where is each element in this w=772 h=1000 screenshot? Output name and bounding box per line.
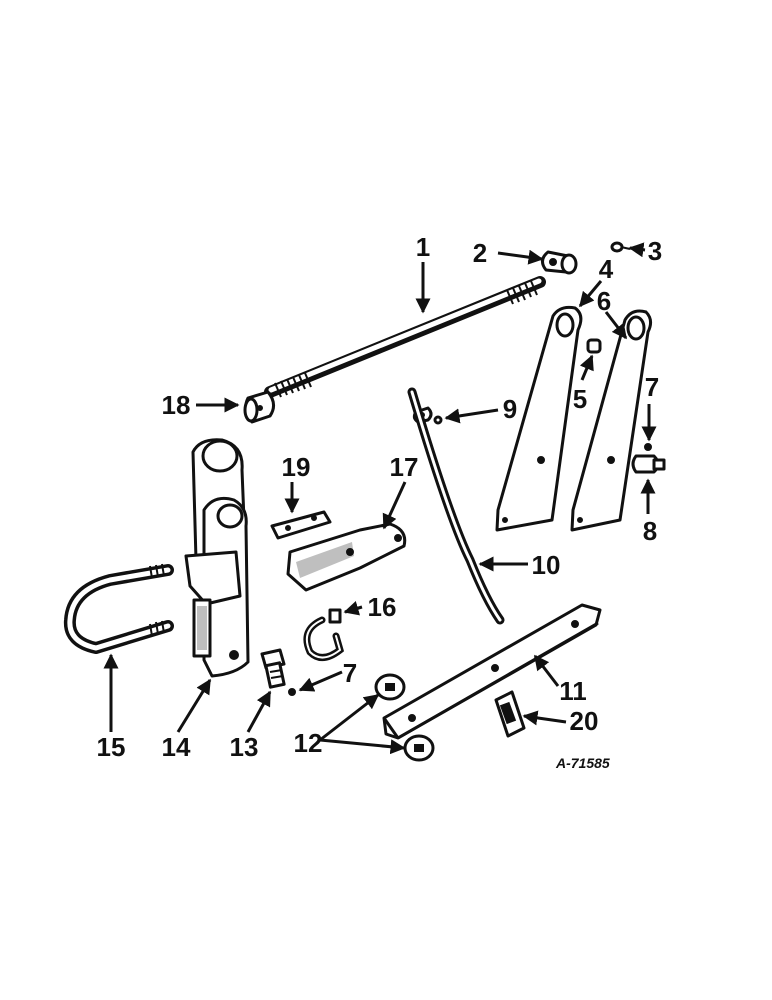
callout-1: 1 [416,232,430,262]
callout-16: 16 [368,592,397,622]
callout-2: 2 [473,238,487,268]
part-15-u-bolt [63,563,174,654]
part-3-pin [610,241,631,253]
part-13-bolt [260,648,286,689]
callout-labels: 1 2 3 4 5 6 7 8 9 10 11 12 13 14 15 16 1… [97,232,663,762]
leader-lines [103,242,657,755]
part-10-curved-rod [407,387,505,625]
callout-5: 5 [573,384,587,414]
callout-7-upper: 7 [645,372,659,402]
part-7-nut-lower [288,688,296,696]
callout-7-lower: 7 [343,658,357,688]
part-5-pin [586,338,602,354]
part-19-small-plate [270,510,332,540]
callout-13: 13 [230,732,259,762]
callout-18: 18 [162,390,191,420]
callout-4: 4 [599,254,614,284]
part-6-plate [570,309,653,532]
callout-3: 3 [648,236,662,266]
part-2-coupling-nut [541,250,578,275]
callout-12: 12 [294,728,323,758]
callout-17: 17 [390,452,419,482]
callout-20: 20 [570,706,599,736]
part-17-strap-bracket [286,522,407,592]
callout-14: 14 [162,732,191,762]
part-7-nut [644,443,652,451]
part-11-square-bar [382,603,602,740]
callout-9: 9 [503,394,517,424]
callout-6: 6 [597,286,611,316]
callout-8: 8 [643,516,657,546]
reference-code: A-71585 [555,755,610,771]
callout-19: 19 [282,452,311,482]
callout-15: 15 [97,732,126,762]
part-20-slotted-plate [494,690,526,738]
part-4-plate [495,305,583,532]
part-14-bracket [184,438,250,678]
part-18-coupling [243,390,275,424]
part-16-hook [303,608,345,661]
part-8-bolt [631,454,666,474]
callout-11: 11 [559,676,587,706]
callout-10: 10 [532,550,561,580]
part-1-threaded-rod [264,276,546,398]
